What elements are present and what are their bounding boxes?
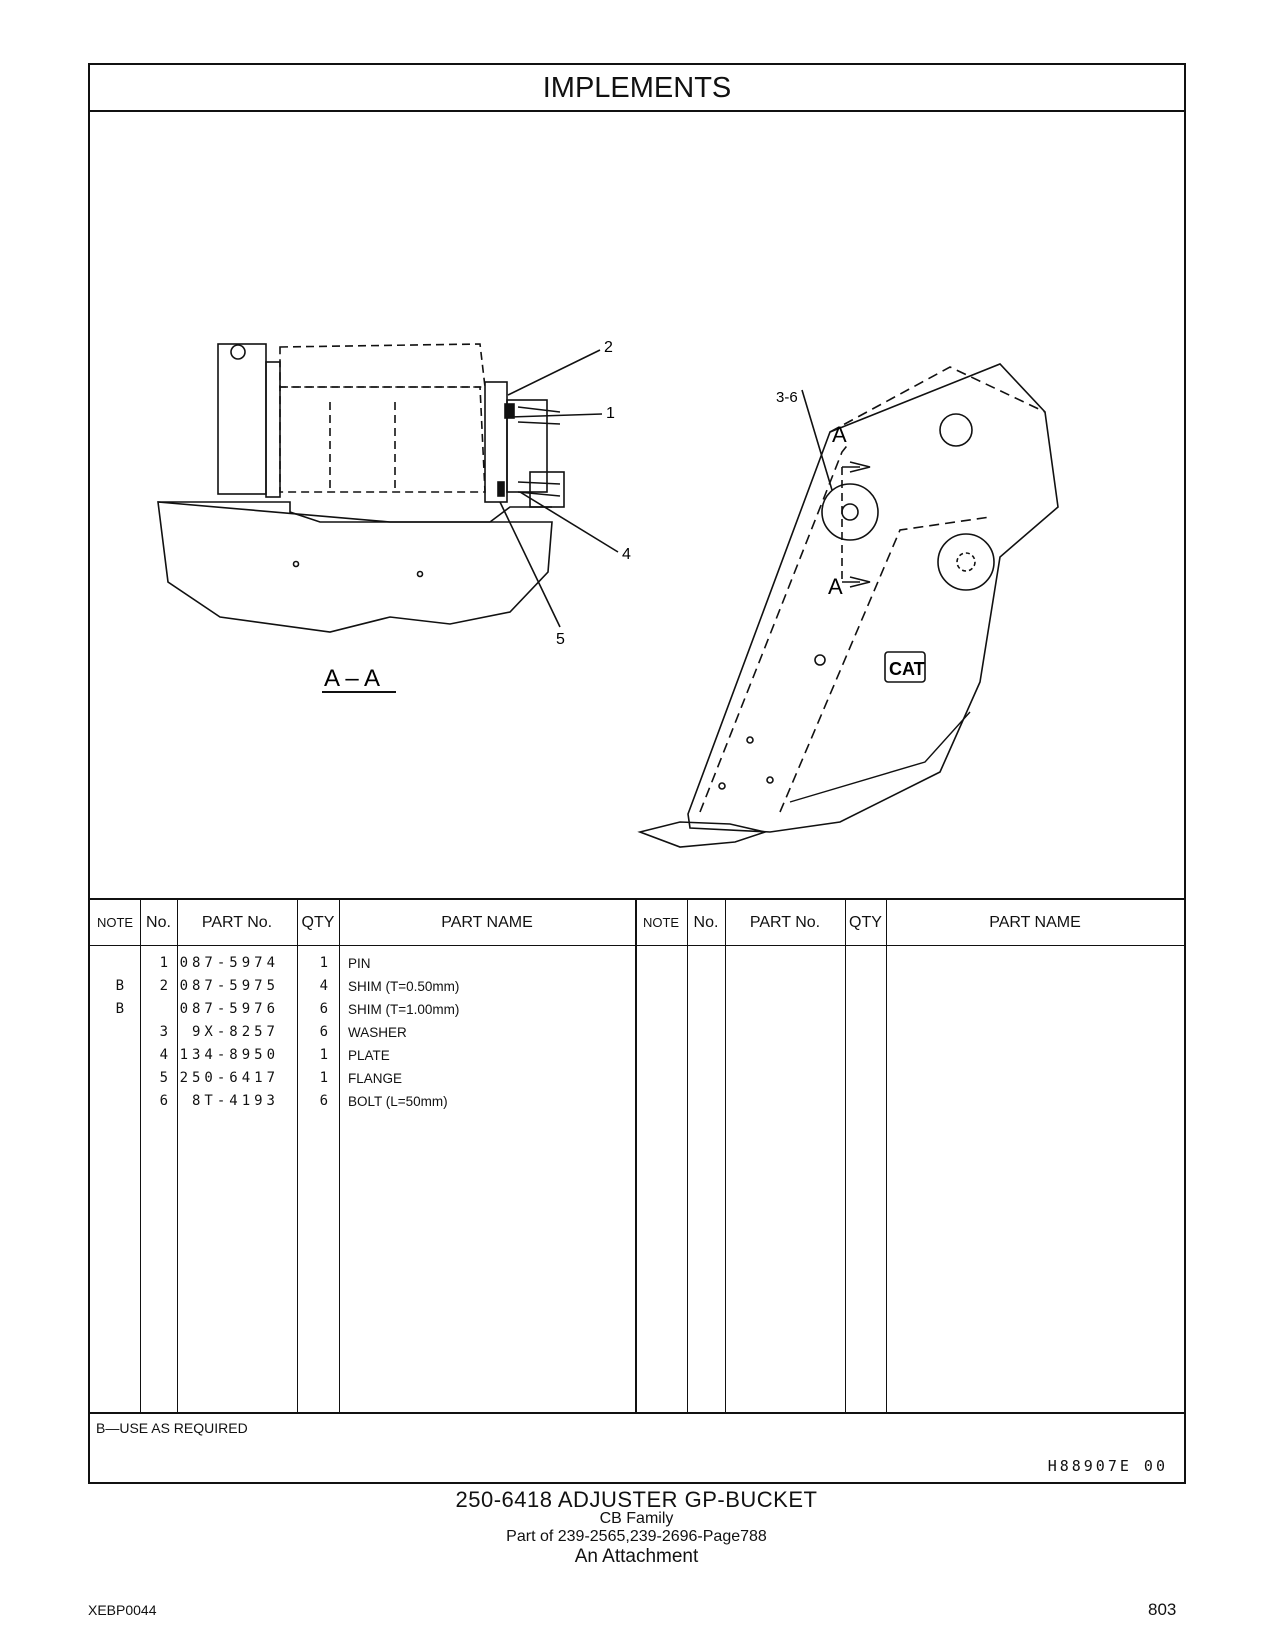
header-note-right: NOTE — [642, 915, 680, 930]
part-of-line: Part of 239-2565,239-2696-Page788 — [506, 1528, 767, 1545]
row-part-name: SHIM (T=1.00mm) — [348, 1002, 460, 1017]
table-row: 5 250-6417 1 FLANGE — [90, 1067, 635, 1090]
header-no-left: No. — [146, 914, 171, 931]
row-item-number: 4 — [159, 1047, 168, 1063]
row-part-number: 8T-4193 — [191, 1093, 279, 1109]
section-label: A – A — [324, 665, 380, 692]
page-title: IMPLEMENTS — [90, 65, 1184, 112]
row-part-name: BOLT (L=50mm) — [348, 1094, 448, 1109]
view-marker-bottom: A — [828, 574, 843, 599]
callout-5: 5 — [556, 631, 565, 648]
row-quantity: 1 — [319, 1047, 328, 1063]
table-row: 4 134-8950 1 PLATE — [90, 1044, 635, 1067]
callout-2: 2 — [604, 339, 613, 356]
row-quantity: 6 — [319, 1024, 328, 1040]
parts-illustration: 2 1 3-6 4 5 A – A A A CAT — [90, 112, 1184, 899]
row-part-number: 134-8950 — [179, 1047, 279, 1063]
attachment-line: An Attachment — [574, 1546, 699, 1567]
row-part-name: SHIM (T=0.50mm) — [348, 979, 460, 994]
row-part-name: PLATE — [348, 1048, 390, 1063]
row-part-number: 087-5975 — [179, 978, 279, 994]
cat-logo: CAT — [889, 659, 925, 679]
document-id: XEBP0044 — [88, 1602, 157, 1618]
table-row: 6 8T-4193 6 BOLT (L=50mm) — [90, 1090, 635, 1113]
table-row: 3 9X-8257 6 WASHER — [90, 1021, 635, 1044]
header-note-left: NOTE — [96, 915, 134, 930]
callout-3-6: 3-6 — [776, 389, 798, 406]
row-item-number: 3 — [159, 1024, 168, 1040]
header-qty-right: QTY — [849, 914, 882, 931]
row-part-name: FLANGE — [348, 1071, 403, 1086]
callout-4: 4 — [622, 546, 631, 563]
drawing-code: H88907E 00 — [1047, 1457, 1168, 1475]
row-item-number: 1 — [159, 955, 168, 971]
family-line: CB Family — [599, 1510, 674, 1527]
table-row: 1 087-5974 1 PIN — [90, 952, 635, 975]
row-quantity: 6 — [319, 1093, 328, 1109]
row-note: B — [115, 1001, 124, 1017]
callout-1: 1 — [606, 405, 615, 422]
row-quantity: 1 — [319, 955, 328, 971]
row-part-number: 250-6417 — [179, 1070, 279, 1086]
row-part-number: 9X-8257 — [191, 1024, 279, 1040]
row-item-number: 2 — [159, 978, 168, 994]
row-quantity: 1 — [319, 1070, 328, 1086]
row-quantity: 6 — [319, 1001, 328, 1017]
row-note: B — [115, 978, 124, 994]
page-number: 803 — [1148, 1600, 1177, 1619]
parts-page-frame: IMPLEMENTS — [88, 63, 1186, 1484]
row-part-number: 087-5976 — [179, 1001, 279, 1017]
table-row: B 087-5976 6 SHIM (T=1.00mm) — [90, 998, 635, 1021]
table-row: B 2 087-5975 4 SHIM (T=0.50mm) — [90, 975, 635, 998]
row-part-number: 087-5974 — [179, 955, 279, 971]
header-qty-left: QTY — [301, 914, 335, 931]
exploded-view-drawing: 2 1 3-6 4 5 A – A A A CAT — [157, 339, 1059, 848]
assembly-title: 250-6418 ADJUSTER GP-BUCKET — [455, 1487, 818, 1512]
row-quantity: 4 — [319, 978, 328, 994]
header-partno-left: PART No. — [201, 914, 273, 931]
row-part-name: PIN — [348, 956, 371, 971]
header-no-right: No. — [693, 914, 719, 931]
header-partno-right: PART No. — [749, 914, 821, 931]
row-item-number: 5 — [159, 1070, 168, 1086]
header-partname-right: PART NAME — [989, 914, 1081, 931]
row-item-number: 6 — [159, 1093, 168, 1109]
parts-table-header: NOTE No. PART No. QTY PART NAME NOTE No.… — [90, 900, 1184, 946]
row-part-name: WASHER — [348, 1025, 407, 1040]
parts-table: NOTE No. PART No. QTY PART NAME NOTE No.… — [90, 898, 1184, 1414]
footnote: B—USE AS REQUIRED — [96, 1420, 248, 1436]
view-marker-top: A — [832, 422, 847, 447]
header-partname-left: PART NAME — [441, 914, 533, 931]
